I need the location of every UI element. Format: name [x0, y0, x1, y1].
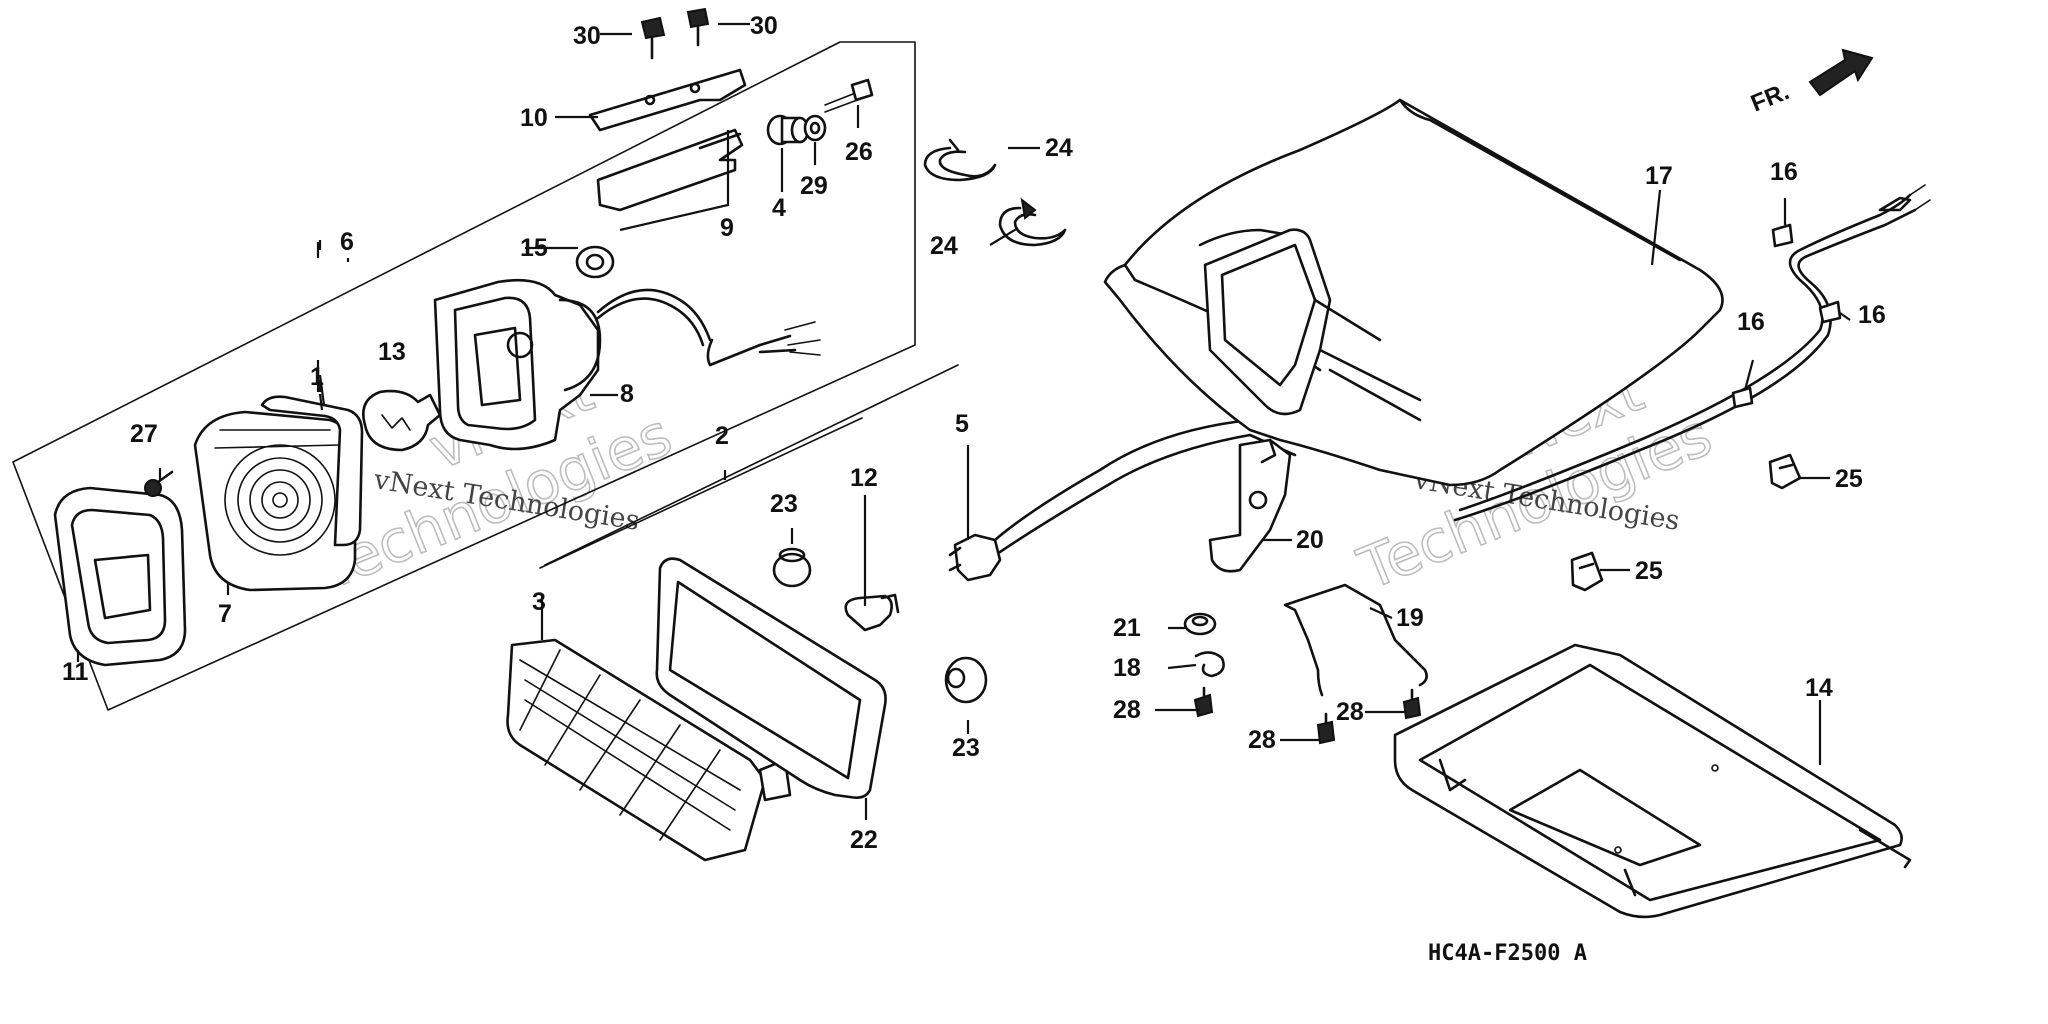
callout-16-c: 16	[1737, 308, 1765, 336]
callout-3: 3	[532, 588, 546, 616]
part-bolt-26	[824, 78, 874, 113]
callout-4: 4	[772, 194, 786, 222]
callout-22: 22	[850, 826, 878, 854]
callout-9: 9	[720, 214, 734, 242]
part-taillight-gasket	[655, 557, 887, 799]
part-wire-clip	[1283, 583, 1428, 697]
callout-7: 7	[218, 600, 232, 628]
callout-28-a: 28	[1113, 696, 1141, 724]
part-screw	[144, 470, 174, 497]
part-washer	[803, 114, 827, 142]
part-clip-16-b	[1818, 300, 1842, 324]
part-screw-28-c	[1402, 688, 1422, 720]
part-clip-25-b	[1570, 551, 1604, 592]
part-bezel	[53, 486, 187, 667]
callout-6: 6	[340, 228, 354, 256]
callout-28-b: 28	[1248, 726, 1276, 754]
part-screw-28-a	[1193, 686, 1214, 718]
part-plug-23-upper	[772, 547, 812, 588]
callout-11: 11	[62, 658, 89, 686]
part-headlight-lens	[193, 410, 357, 592]
leader-lines	[76, 22, 1851, 820]
callout-1: 1	[310, 363, 324, 391]
part-taillight-lens	[506, 638, 792, 862]
part-collar	[766, 114, 810, 146]
group-outline-assembly-6	[12, 41, 916, 711]
callout-23-upper: 23	[770, 490, 798, 518]
callout-21: 21	[1113, 614, 1141, 642]
part-clip-24-upper	[923, 138, 997, 182]
callout-24-lower: 24	[930, 232, 958, 260]
callout-labels: 30 30 10 9 4 29 26 15 6 13 1 8 27 7 11 2…	[62, 12, 1886, 854]
callout-24-upper: 24	[1045, 134, 1073, 162]
front-direction-indicator: FR.	[1747, 48, 1874, 118]
part-gasket	[260, 395, 364, 547]
callout-12: 12	[850, 464, 878, 492]
part-headlight-housing	[433, 278, 821, 451]
callout-10: 10	[520, 104, 548, 132]
callout-25-a: 25	[1835, 465, 1863, 493]
part-tray	[1393, 643, 1912, 919]
callout-25-b: 25	[1635, 557, 1663, 585]
part-bolt-30-right	[686, 7, 710, 47]
callout-2: 2	[715, 422, 729, 450]
part-grommet	[575, 245, 615, 279]
part-small-bulb	[844, 593, 900, 632]
callout-5: 5	[955, 410, 969, 438]
part-nut-21	[1183, 612, 1217, 636]
group-outline-assembly-2	[539, 417, 863, 569]
callout-28-c: 28	[1336, 698, 1364, 726]
drawing-code: HC4A-F2500 A	[1428, 941, 1587, 966]
part-bulb	[362, 389, 442, 452]
part-bracket-upper	[588, 68, 747, 132]
callout-23-lower: 23	[952, 734, 980, 762]
group-outline-assembly-5	[544, 364, 959, 566]
callout-26: 26	[845, 138, 873, 166]
callout-18: 18	[1113, 654, 1141, 682]
callout-17: 17	[1645, 162, 1673, 190]
callout-19: 19	[1396, 604, 1424, 632]
part-screw-28-b	[1316, 712, 1336, 745]
front-label: FR.	[1747, 78, 1793, 118]
part-light-cover	[1103, 98, 1724, 487]
part-clip-24-lower	[998, 197, 1067, 247]
callout-20: 20	[1296, 526, 1324, 554]
callout-8: 8	[620, 380, 634, 408]
part-bolt-30-left	[640, 16, 666, 60]
part-bracket-lower	[596, 128, 744, 212]
part-clip-16-c	[1731, 386, 1754, 409]
part-plug-23-lower	[944, 656, 988, 704]
part-clip-16-a	[1771, 223, 1794, 248]
part-socket-harness	[948, 418, 1302, 582]
callout-16-b: 16	[1858, 301, 1886, 329]
callout-30-right: 30	[750, 12, 778, 40]
callout-16-a: 16	[1770, 158, 1798, 186]
callout-29: 29	[800, 172, 828, 200]
callout-15: 15	[520, 234, 548, 262]
front-arrow-icon	[1808, 48, 1874, 97]
part-clip-25-a	[1768, 453, 1802, 490]
part-clamp-18	[1194, 651, 1225, 678]
callout-13: 13	[378, 338, 406, 366]
callout-30-left: 30	[573, 22, 601, 50]
part-mount-bracket	[1208, 438, 1292, 573]
callout-14: 14	[1805, 674, 1833, 702]
callout-27: 27	[130, 420, 158, 448]
